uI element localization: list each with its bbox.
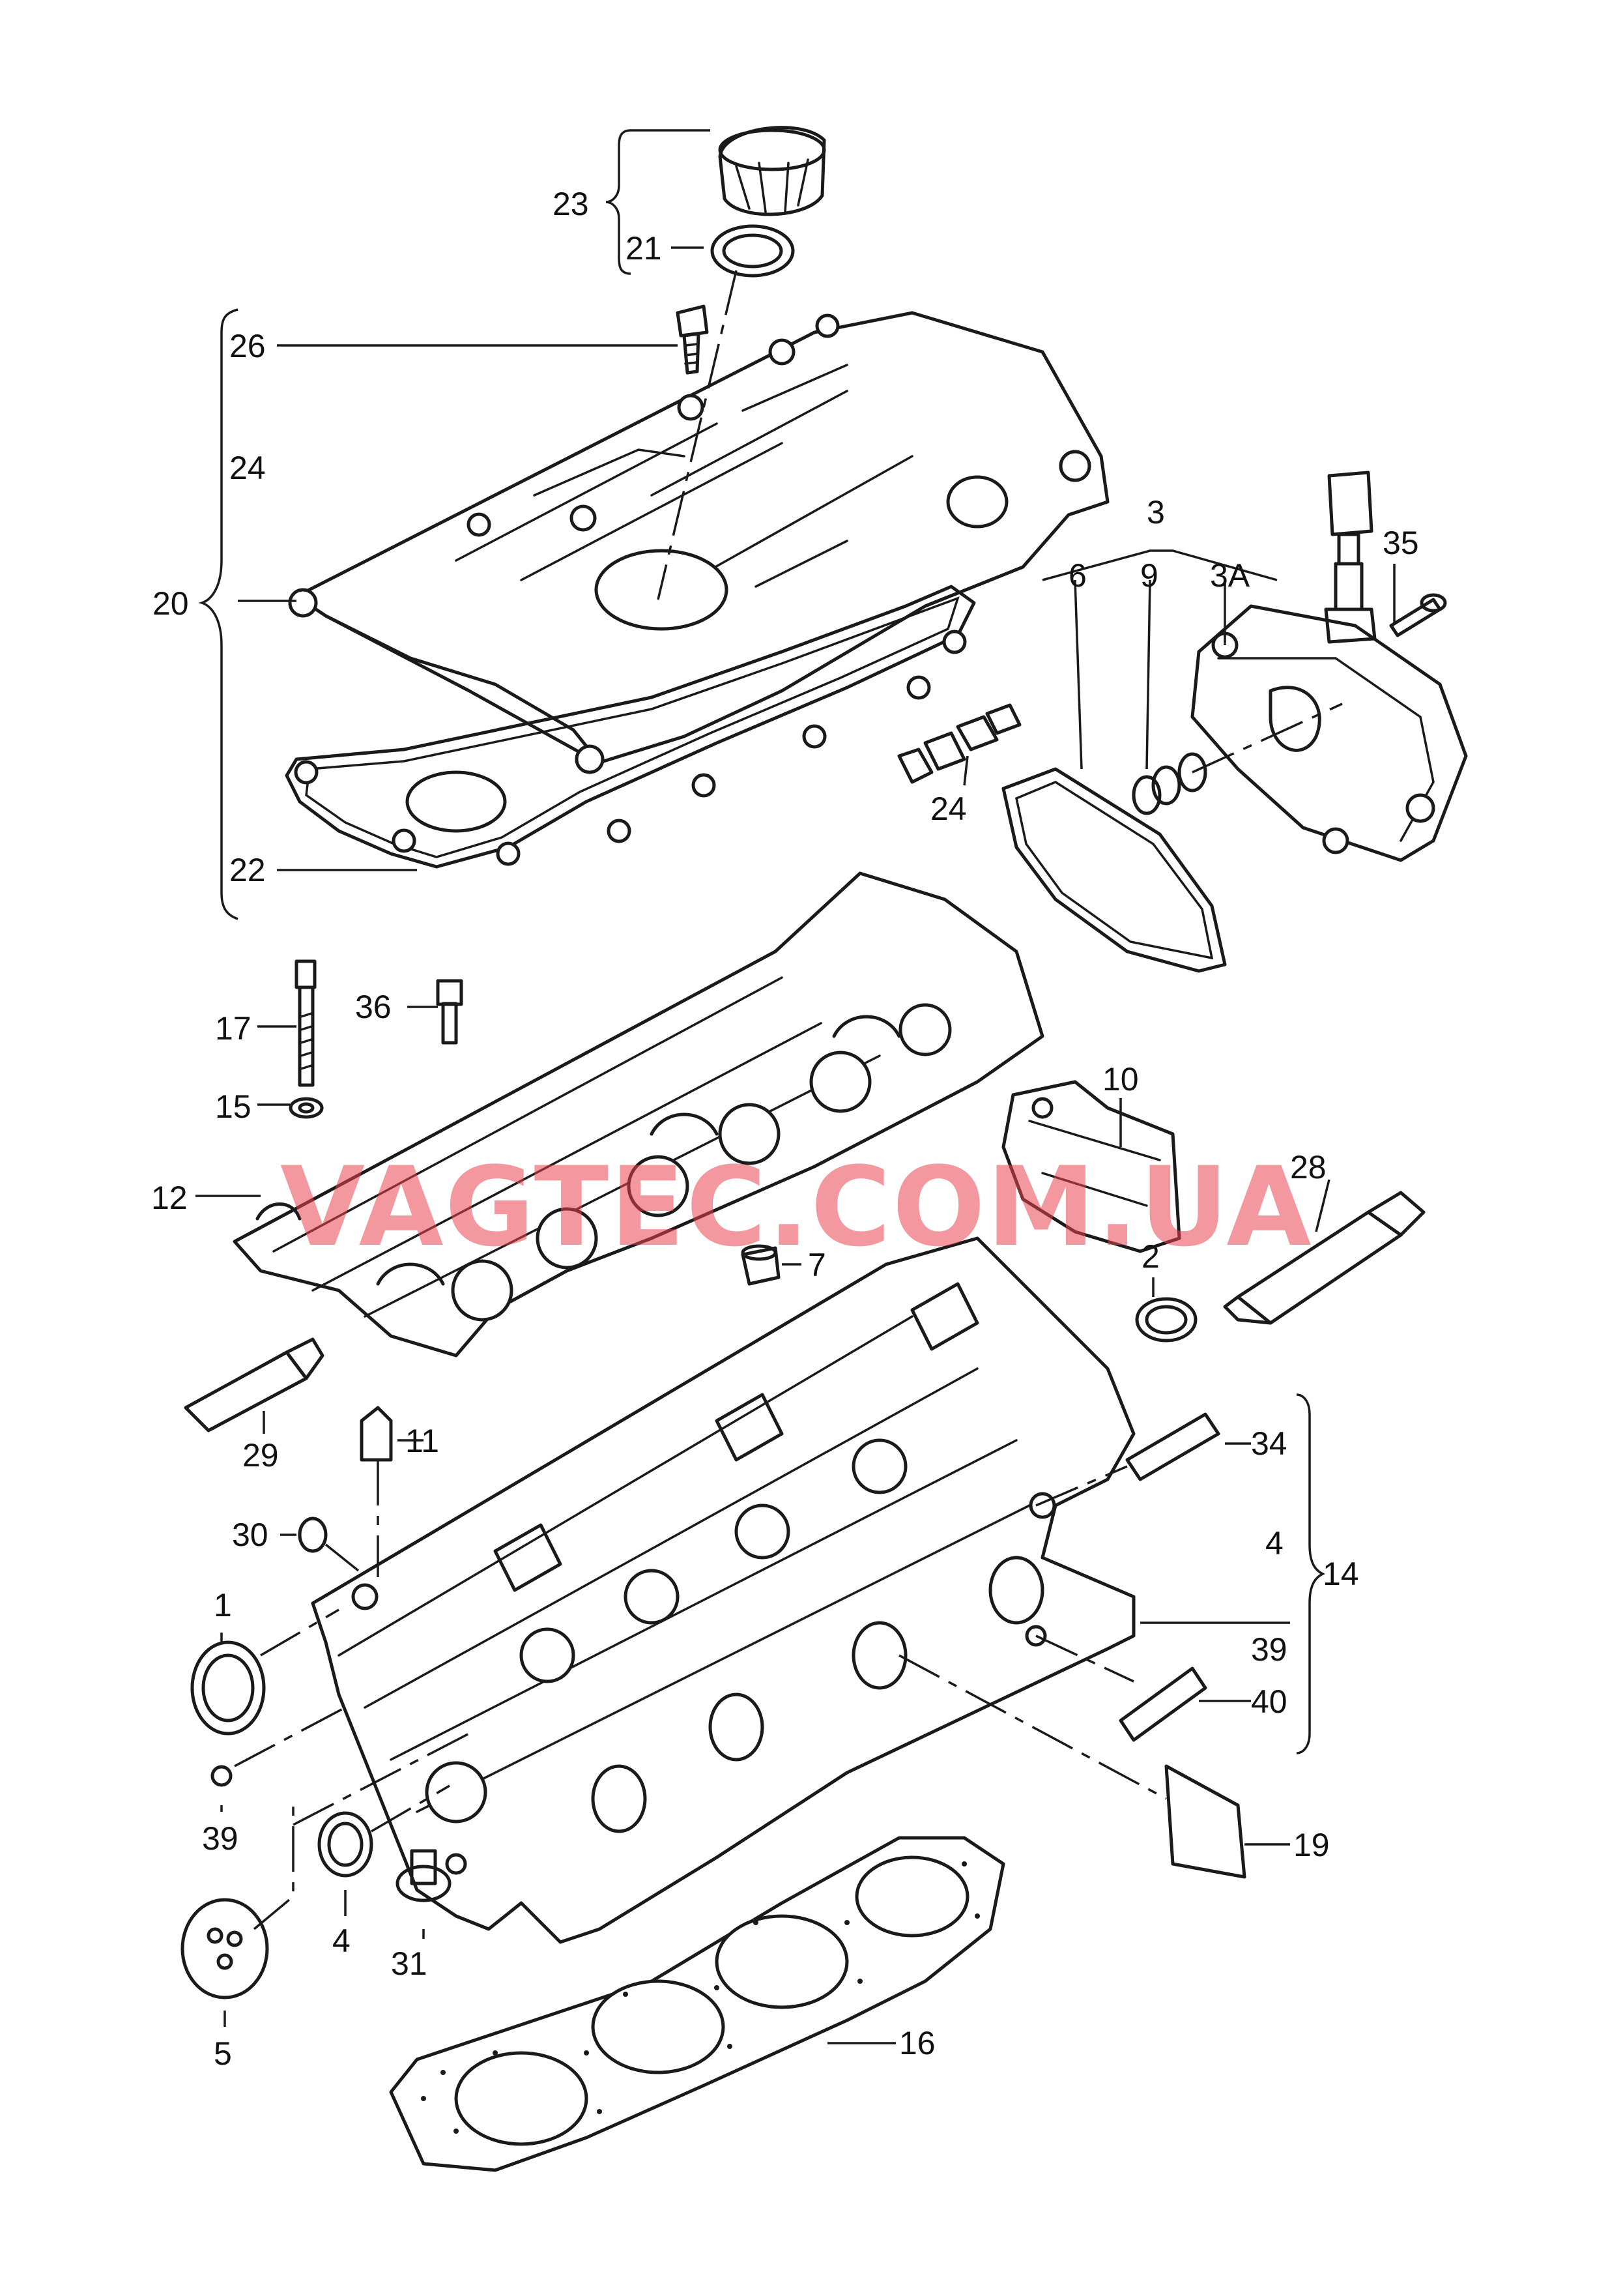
cylinder-head[interactable] <box>311 1236 1136 1944</box>
callout-34: 34 <box>1251 1425 1287 1462</box>
shaft-seal-1[interactable] <box>190 1640 266 1736</box>
callout-35: 35 <box>1383 525 1419 561</box>
callout-14: 14 <box>1323 1556 1359 1592</box>
dowel-pin-11[interactable] <box>360 1406 393 1462</box>
plug-30[interactable] <box>298 1517 328 1553</box>
callout-1: 1 <box>214 1587 232 1623</box>
callout-23: 23 <box>553 186 589 222</box>
callout-29: 29 <box>242 1437 279 1474</box>
stud-40[interactable] <box>1119 1666 1207 1742</box>
cylinder-head-gasket[interactable] <box>389 1836 1005 2172</box>
watermark: VAGTEC.COM.UA <box>280 1143 1312 1271</box>
sprocket-5[interactable] <box>180 1898 269 1999</box>
pump-seal-rings[interactable] <box>1132 752 1207 815</box>
filler-cap-seal-ring[interactable] <box>710 224 795 278</box>
callout-4-right: 4 <box>1265 1525 1284 1562</box>
callout-11: 11 <box>405 1423 439 1459</box>
callout-10: 10 <box>1102 1061 1139 1097</box>
callout-5: 5 <box>214 2035 232 2072</box>
frame-bolt[interactable] <box>294 959 317 1087</box>
callout-4-left: 4 <box>332 1923 351 1959</box>
callout-22: 22 <box>229 852 266 888</box>
callout-12: 12 <box>151 1180 188 1216</box>
assembly-axis-lines <box>234 270 1343 1930</box>
pump-gasket[interactable] <box>1001 767 1227 973</box>
callout-26: 26 <box>229 328 266 364</box>
leader-lines <box>195 129 1396 2044</box>
camshaft-bearing-frame[interactable] <box>233 871 1044 1358</box>
cylinder-head-cover[interactable] <box>288 311 1110 774</box>
sealant-tube-29[interactable] <box>184 1337 324 1432</box>
callout-39-right: 39 <box>1251 1631 1287 1668</box>
cap-plug-7[interactable] <box>741 1244 781 1286</box>
ball-39[interactable] <box>210 1765 233 1787</box>
housing-bolt[interactable] <box>1389 593 1447 637</box>
callout-21: 21 <box>625 230 662 267</box>
seal-ring-2[interactable] <box>1135 1297 1198 1343</box>
sensor-connector[interactable] <box>1324 471 1377 644</box>
callout-40: 40 <box>1251 1683 1287 1720</box>
seal-ring-4[interactable] <box>317 1811 373 1878</box>
pump-housing[interactable] <box>1190 604 1468 862</box>
callout-15: 15 <box>215 1088 251 1125</box>
cover-gasket[interactable] <box>285 585 976 869</box>
callout-30: 30 <box>232 1517 268 1553</box>
callout-3a: 3A <box>1210 557 1250 594</box>
small-gasket-set[interactable] <box>897 703 1022 784</box>
sealant-tube-28[interactable] <box>1223 1191 1426 1325</box>
small-screw[interactable] <box>436 979 463 1045</box>
callout-3: 3 <box>1147 494 1165 530</box>
bracket-19[interactable] <box>1164 1764 1246 1879</box>
callout-17: 17 <box>215 1010 251 1047</box>
callout-28: 28 <box>1290 1149 1327 1185</box>
chain-tensioner-bracket[interactable] <box>1001 1080 1181 1253</box>
callout-7: 7 <box>808 1247 826 1283</box>
callout-36: 36 <box>355 989 392 1025</box>
callout-24-gasket: 24 <box>930 791 967 827</box>
cover-bolt[interactable] <box>676 304 709 375</box>
callout-24-cover: 24 <box>229 450 266 486</box>
callout-6: 6 <box>1069 557 1087 594</box>
bolt-washer[interactable] <box>289 1097 324 1119</box>
oil-filler-cap[interactable] <box>718 126 826 216</box>
callout-2: 2 <box>1142 1238 1160 1275</box>
callout-20: 20 <box>152 585 189 622</box>
stud-34[interactable] <box>1125 1412 1220 1481</box>
callout-31: 31 <box>391 1945 427 1982</box>
callout-39-left: 39 <box>202 1820 238 1857</box>
callout-16: 16 <box>899 2025 936 2061</box>
callout-19: 19 <box>1293 1827 1330 1863</box>
callout-9: 9 <box>1140 557 1158 594</box>
bolt-31[interactable] <box>395 1849 452 1902</box>
